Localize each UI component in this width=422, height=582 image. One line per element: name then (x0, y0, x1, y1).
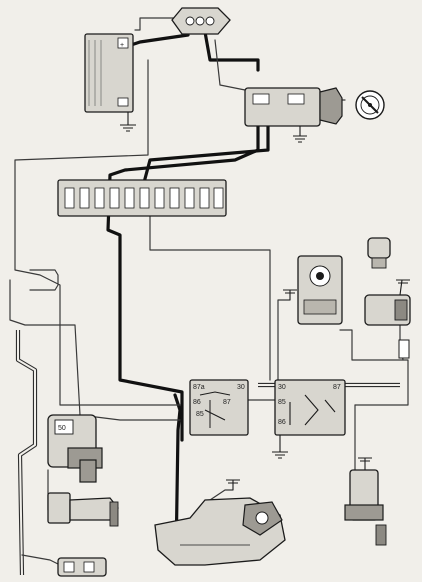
wire-fuse-to-sensor (149, 214, 271, 381)
relay-1: 87a 30 86 85 87 (189, 379, 249, 436)
fuel-valve (364, 237, 411, 326)
relay-1-terminal-87a: 87a (193, 384, 205, 391)
pressure-switch (344, 469, 387, 546)
relay-1-terminal-87: 87 (223, 399, 231, 406)
control-unit (297, 255, 343, 325)
relay-1-terminal-86: 86 (193, 399, 201, 406)
starter-motor: 50 (47, 414, 103, 483)
wire-hook-loop (29, 269, 59, 291)
wire-left-long (214, 39, 246, 91)
ground-symbol-battery (120, 112, 136, 132)
double-wire-starter-inner (17, 330, 36, 576)
temperature-sensor (57, 557, 107, 577)
relay-2-terminal-30: 30 (278, 384, 286, 391)
relay-2-terminal-86: 86 (278, 419, 286, 426)
wire-sensor-to-valve (339, 329, 409, 406)
ignition-switch (244, 87, 343, 127)
relay-1-terminal-85: 85 (196, 411, 204, 418)
relay-1-terminal-30: 30 (237, 384, 245, 391)
relay-2: 30 87 85 86 (274, 379, 346, 436)
battery: + (84, 33, 134, 113)
wire-relay2-sensor (277, 299, 291, 386)
wire-gearbox-up (209, 489, 234, 501)
ground-symbol-pressure (358, 457, 372, 470)
wire-battery-up (134, 17, 181, 31)
ground-symbol-valve (396, 279, 410, 296)
fuse-box (57, 179, 227, 217)
relay-2-terminal-87: 87 (333, 384, 341, 391)
battery-positive-label: + (120, 42, 124, 49)
ground-symbol-gearbox (226, 479, 240, 490)
gearbox (154, 497, 286, 566)
wire-bottom-sensor (21, 554, 61, 566)
starter-terminal-50: 50 (58, 425, 66, 432)
ground-symbol-relay-2 (272, 435, 288, 459)
harness-wire-top-right (203, 30, 260, 72)
wires (9, 17, 409, 576)
ground-symbol-control (283, 289, 297, 300)
wire-left-frame (14, 59, 181, 406)
ignition-key-dial-icon (355, 90, 385, 120)
wire-left-frame2 (9, 279, 181, 421)
fuel-injector (47, 492, 119, 527)
ground-symbol-switch (293, 126, 307, 143)
connector-block (171, 7, 231, 35)
relay-2-terminal-85: 85 (278, 399, 286, 406)
harness-wire-main (126, 33, 190, 48)
inline-connector (398, 339, 410, 359)
